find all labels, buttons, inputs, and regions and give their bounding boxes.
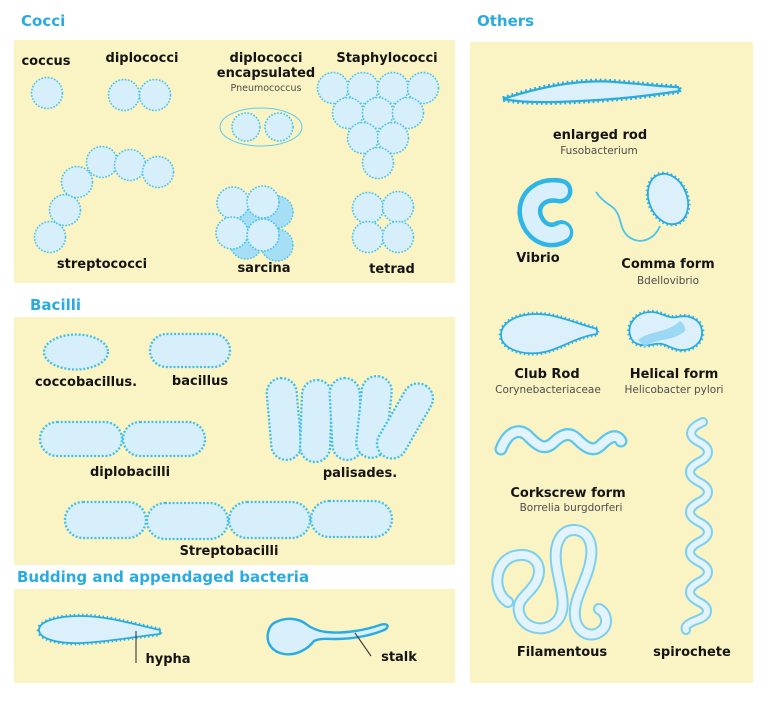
- comma-form-shape: [595, 171, 691, 242]
- bacilli-panel: coccobacillus. bacillus diplobacilli pal…: [14, 317, 455, 565]
- label-bdellovibrio: Bdellovibrio: [636, 275, 700, 287]
- label-corkscrew-form: Corkscrew form: [510, 486, 626, 501]
- streptococci-shape: [33, 145, 175, 254]
- stalk-shape: [266, 617, 389, 657]
- label-pneumococcus: Pneumococcus: [230, 83, 302, 94]
- diplococci-shape: [107, 78, 172, 112]
- vibrio-shape: [517, 177, 575, 248]
- section-title-budding: Budding and appendaged bacteria: [17, 568, 310, 586]
- label-diplococci-encapsulated: diplococci encapsulated: [216, 51, 316, 81]
- label-filamentous: Filamentous: [516, 645, 608, 660]
- corkscrew-form-shape: [494, 425, 628, 456]
- label-bacillus: bacillus: [171, 374, 229, 389]
- budding-shapes: [36, 613, 389, 663]
- label-streptobacilli: Streptobacilli: [179, 544, 279, 559]
- label-comma-form: Comma form: [621, 257, 715, 272]
- budding-panel: hypha stalk: [14, 589, 455, 683]
- diplococci-encapsulated-shape: [219, 107, 303, 147]
- label-helical-form: Helical form: [629, 367, 719, 382]
- label-tetrad: tetrad: [369, 262, 415, 277]
- others-panel: enlarged rod Fusobacterium Vibrio Comma …: [470, 42, 753, 683]
- label-diplobacilli: diplobacilli: [89, 465, 171, 480]
- label-staphylococci: Staphylococci: [336, 51, 438, 66]
- diplobacilli-shape: [38, 420, 207, 458]
- streptobacilli-shape: [63, 499, 394, 541]
- section-title-others: Others: [477, 12, 535, 30]
- label-enlarged-rod: enlarged rod: [552, 128, 648, 143]
- cocci-shapes: [30, 71, 440, 262]
- label-helicobacter-pylori: Helicobacter pylori: [624, 384, 724, 396]
- label-fusobacterium: Fusobacterium: [560, 145, 638, 157]
- label-coccobacillus: coccobacillus.: [34, 375, 138, 390]
- label-vibrio: Vibrio: [516, 251, 560, 266]
- cocci-panel: coccus diplococci diplococci encapsulate…: [14, 40, 455, 283]
- label-palisades: palisades.: [322, 466, 398, 481]
- section-title-bacilli: Bacilli: [30, 296, 82, 314]
- label-diplococci: diplococci: [105, 51, 179, 66]
- coccobacillus-shape: [42, 333, 110, 371]
- label-streptococci: streptococci: [56, 257, 148, 272]
- label-borrelia-burgdorferi: Borrelia burgdorferi: [519, 502, 623, 514]
- staphylococci-shape: [316, 71, 440, 180]
- enlarged-rod-shape: [502, 78, 685, 105]
- label-stalk: stalk: [381, 650, 417, 665]
- sarcina-shape: [215, 185, 294, 262]
- section-title-cocci: Cocci: [21, 12, 66, 30]
- label-corynebacteriaceae: Corynebacteriaceae: [495, 384, 601, 396]
- label-hypha: hypha: [145, 652, 191, 667]
- label-spirochete: spirochete: [653, 645, 731, 660]
- label-sarcina: sarcina: [237, 261, 291, 276]
- label-coccus: coccus: [21, 54, 71, 69]
- label-club-rod: Club Rod: [514, 367, 580, 382]
- coccus-shape: [30, 76, 64, 110]
- spirochete-shape: [680, 417, 713, 635]
- tetrad-shape: [351, 190, 415, 254]
- club-rod-shape: [498, 311, 600, 356]
- others-shapes: [491, 78, 713, 641]
- bacillus-shape: [148, 332, 232, 369]
- helical-form-shape: [627, 309, 705, 353]
- bacilli-shapes: [38, 332, 435, 541]
- palisades-shape: [265, 374, 435, 464]
- hypha-shape: [36, 613, 163, 663]
- filamentous-shape: [491, 524, 612, 641]
